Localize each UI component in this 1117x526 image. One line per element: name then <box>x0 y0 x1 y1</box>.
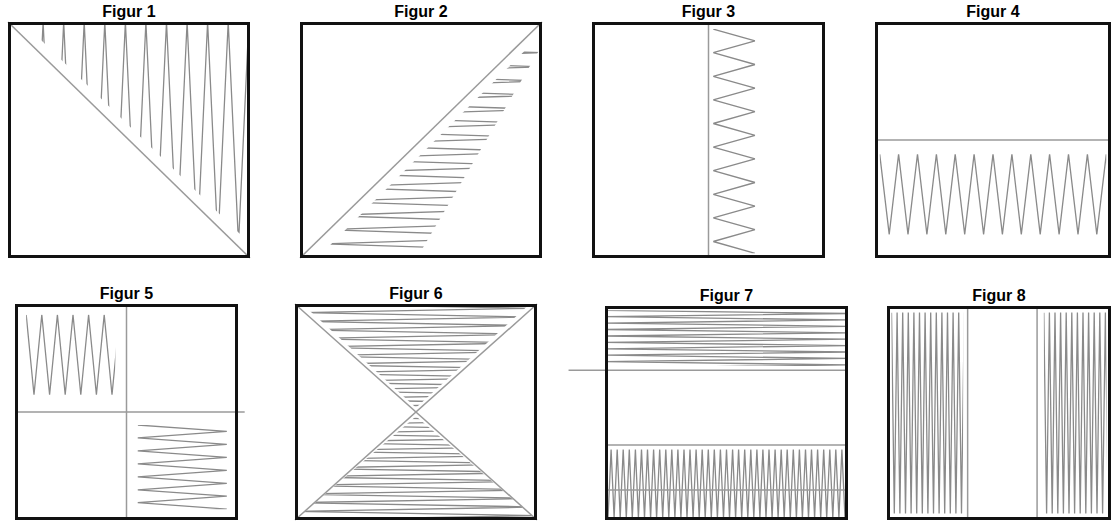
pencil-shading <box>302 304 529 416</box>
divider-line <box>708 22 710 258</box>
square-border <box>594 24 824 257</box>
figure-heading: Figur 3 <box>592 2 825 22</box>
divider-line <box>605 489 848 491</box>
square-figure <box>887 306 1111 520</box>
divider-line <box>875 139 1111 141</box>
figure-heading: Figur 5 <box>15 284 238 304</box>
square-figure <box>8 22 250 258</box>
figure-panel: Figur 6 <box>295 284 537 520</box>
figure-panel: Figur 7 <box>605 286 848 520</box>
figure-heading: Figur 6 <box>295 284 537 304</box>
figure-panel: Figur 5 <box>15 284 238 520</box>
figure-heading: Figur 1 <box>8 2 250 22</box>
figure-panel: Figur 3 <box>592 2 825 258</box>
square-figure <box>605 306 848 520</box>
divider-line <box>569 369 848 371</box>
pencil-shading <box>605 310 848 371</box>
divider-line <box>15 411 245 413</box>
pencil-shading <box>713 29 755 265</box>
divider-line <box>295 304 537 520</box>
pencil-shading <box>26 315 127 395</box>
divider-line <box>126 304 128 520</box>
divider-line <box>1036 306 1038 520</box>
square-figure <box>592 22 825 258</box>
square-figure <box>295 304 537 520</box>
square-border <box>889 308 1110 519</box>
pencil-shading <box>295 416 537 526</box>
pencil-shading <box>138 425 227 522</box>
pencil-shading <box>880 154 1117 234</box>
figure-panel: Figur 4 <box>875 2 1111 258</box>
figure-panel: Figur 8 <box>887 286 1111 520</box>
pencil-shading <box>23 22 270 244</box>
divider-line <box>967 306 969 520</box>
pencil-shading <box>892 312 968 513</box>
divider-line <box>605 444 848 446</box>
pencil-shading <box>324 46 542 258</box>
square-border <box>17 306 237 519</box>
divider-line <box>8 22 250 258</box>
square-border <box>10 24 249 257</box>
square-border <box>302 24 541 257</box>
pencil-shading <box>1044 312 1111 513</box>
figure-heading: Figur 7 <box>605 286 848 306</box>
divider-line <box>300 22 542 258</box>
figure-heading: Figur 2 <box>300 2 542 22</box>
square-border <box>297 306 536 519</box>
square-border <box>607 308 847 519</box>
square-figure <box>15 304 238 520</box>
figure-panel: Figur 2 <box>300 2 542 258</box>
divider-line <box>295 304 537 520</box>
figure-heading: Figur 8 <box>887 286 1111 306</box>
square-figure <box>300 22 542 258</box>
square-border <box>877 24 1110 257</box>
square-figure <box>875 22 1111 258</box>
figure-panel: Figur 1 <box>8 2 250 258</box>
figure-heading: Figur 4 <box>875 2 1111 22</box>
pencil-shading <box>605 449 854 518</box>
